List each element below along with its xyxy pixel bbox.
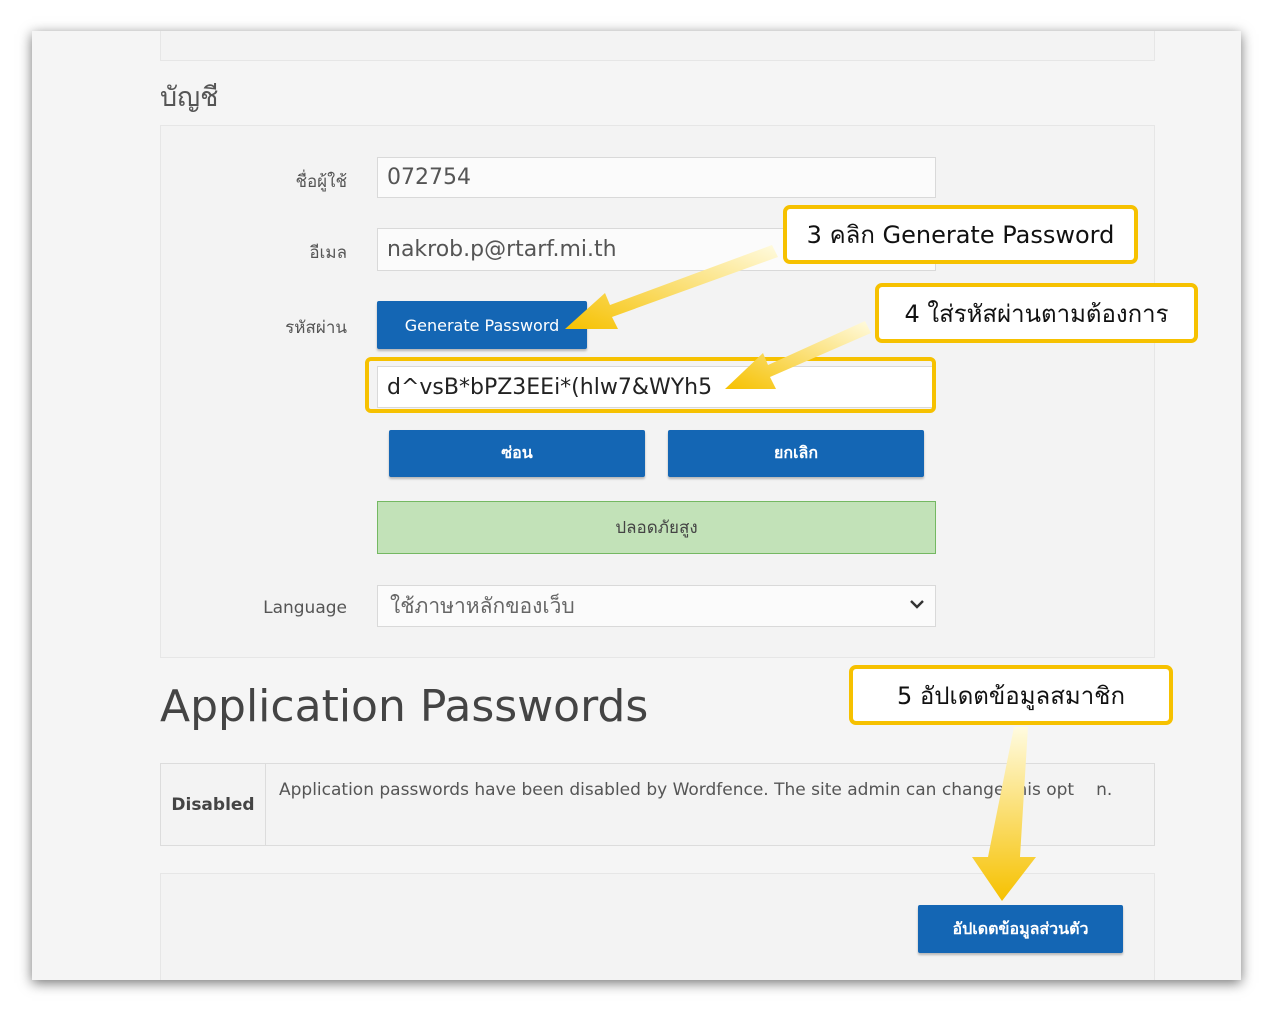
email-value: nakrob.p@rtarf.mi.th	[387, 237, 617, 262]
cancel-password-button[interactable]: ยกเลิก	[668, 430, 924, 477]
chevron-down-icon	[910, 600, 924, 609]
password-value: d^vsB*bPZ3EEi*(hlw7&WYh5	[387, 374, 713, 400]
language-label: Language	[263, 598, 347, 618]
account-section-title: บัญชี	[160, 82, 219, 113]
language-select[interactable]: ใช้ภาษาหลักของเว็บ	[377, 585, 936, 627]
arrow-to-password-field	[725, 321, 871, 389]
language-value: ใช้ภาษาหลักของเว็บ	[390, 593, 575, 618]
callout-step5: 5 อัปเดตข้อมูลสมาชิก	[849, 665, 1173, 725]
app-passwords-description-tail: n.	[1096, 780, 1113, 800]
password-label: รหัสผ่าน	[285, 318, 347, 338]
application-passwords-table: Disabled Application passwords have been…	[160, 763, 1155, 846]
app-passwords-status: Disabled	[161, 764, 266, 845]
username-label: ชื่อผู้ใช้	[295, 172, 347, 192]
hide-password-button[interactable]: ซ่อน	[389, 430, 645, 477]
username-value: 072754	[387, 165, 471, 190]
username-field[interactable]: 072754	[377, 157, 936, 198]
arrow-to-update-button	[972, 727, 1036, 901]
previous-section-box	[160, 31, 1155, 61]
callout-step4: 4 ใส่รหัสผ่านตามต้องการ	[875, 283, 1198, 343]
app-passwords-description: Application passwords have been disabled…	[279, 780, 1112, 800]
password-strength-indicator: ปลอดภัยสูง	[377, 501, 936, 554]
annotation-arrows	[565, 245, 1036, 901]
app-passwords-description-text: Application passwords have been disabled…	[279, 780, 1075, 800]
update-profile-button[interactable]: อัปเดตข้อมูลส่วนตัว	[918, 905, 1123, 953]
screenshot-frame: บัญชี ชื่อผู้ใช้ 072754 อีเมล nakrob.p@r…	[32, 31, 1241, 980]
email-label: อีเมล	[309, 243, 347, 263]
password-highlight	[365, 357, 936, 413]
password-input[interactable]: d^vsB*bPZ3EEi*(hlw7&WYh5	[377, 366, 934, 408]
application-passwords-title: Application Passwords	[160, 681, 649, 732]
generate-password-button[interactable]: Generate Password	[377, 301, 587, 349]
arrow-to-generate-button	[565, 245, 778, 329]
callout-step3: 3 คลิก Generate Password	[783, 205, 1138, 264]
